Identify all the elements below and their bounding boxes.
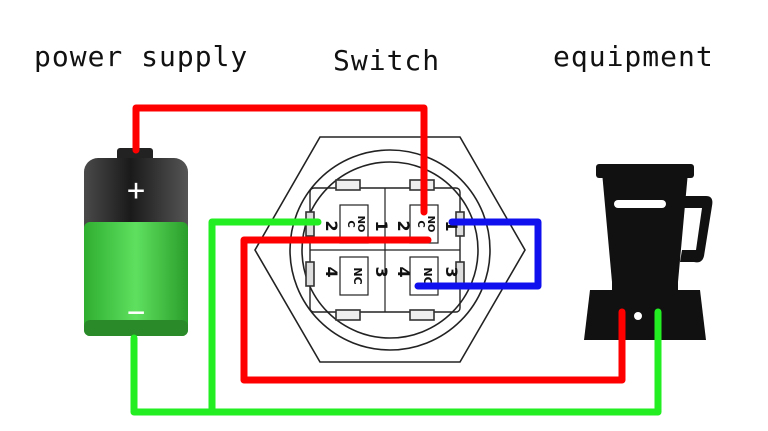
switch-outer-ring bbox=[289, 149, 491, 351]
terminal-left-2: 2 bbox=[322, 220, 341, 231]
switch-icon bbox=[254, 136, 526, 363]
terminal-right-no: NO bbox=[425, 216, 436, 233]
terminal-right-4: 4 bbox=[394, 266, 413, 277]
switch-label: Switch bbox=[333, 44, 441, 77]
positive-wire-load bbox=[240, 236, 626, 384]
terminal-right-1: 1 bbox=[442, 220, 461, 231]
switch-terminal-labels: 2 C NO 1 4 NC 3 2 C NO 1 4 NC 3 bbox=[322, 216, 461, 285]
battery-negative-symbol: − bbox=[127, 295, 145, 330]
terminal-left-1: 1 bbox=[372, 220, 391, 231]
led-wire bbox=[414, 218, 542, 290]
terminal-left-4: 4 bbox=[322, 266, 341, 277]
terminal-right-3: 3 bbox=[442, 266, 461, 277]
terminal-right-nc: NC bbox=[421, 267, 434, 284]
positive-wire-supply bbox=[132, 104, 428, 216]
terminal-right-c: C bbox=[415, 220, 426, 227]
battery-positive-symbol: + bbox=[127, 173, 145, 208]
ground-wire-switch-tap bbox=[208, 218, 322, 416]
switch-inner-ring bbox=[301, 161, 479, 339]
terminal-right-2: 2 bbox=[394, 220, 413, 231]
terminal-left-c: C bbox=[345, 220, 356, 227]
terminal-left-nc: NC bbox=[351, 267, 364, 284]
ground-wire bbox=[130, 308, 662, 416]
wires bbox=[130, 104, 662, 416]
battery-icon: + − bbox=[84, 148, 188, 336]
equipment-label: equipment bbox=[553, 40, 714, 73]
terminal-left-3: 3 bbox=[372, 266, 391, 277]
switch-hex-nut bbox=[254, 136, 526, 363]
battery-charge-fill bbox=[84, 222, 188, 336]
blender-icon bbox=[584, 164, 713, 340]
terminal-left-no: NO bbox=[355, 216, 366, 233]
power-supply-label: power supply bbox=[34, 40, 249, 73]
